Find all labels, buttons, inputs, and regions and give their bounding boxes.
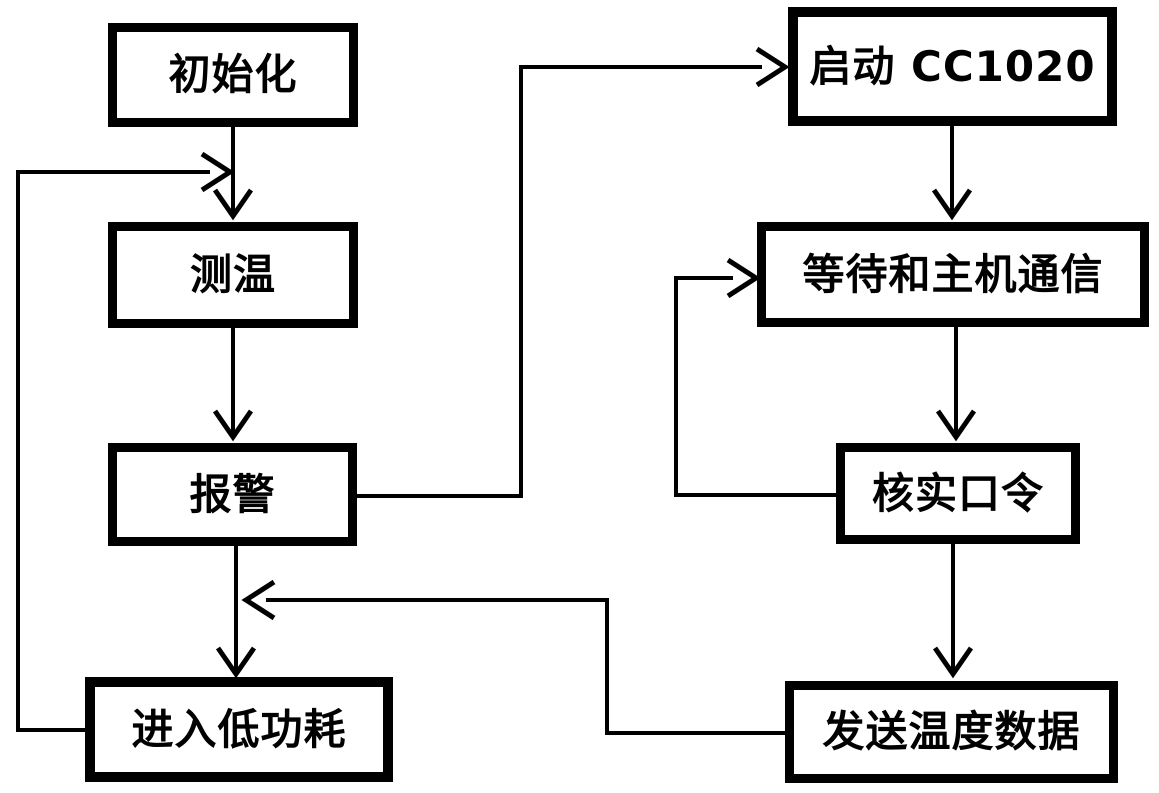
node-verify-password: 核实口令: [836, 443, 1080, 544]
node-measure-temperature-label: 测温: [189, 250, 276, 299]
node-verify-password-label: 核实口令: [871, 468, 1044, 518]
edge-send-temperature-data-to-enter-low-power: [241, 579, 785, 735]
edge-enter-low-power-to-measure-temperature: [16, 151, 235, 732]
node-initialize: 初始化: [108, 23, 358, 127]
node-enter-low-power: 进入低功耗: [85, 677, 393, 782]
node-measure-temperature: 测温: [108, 222, 358, 328]
node-initialize-label: 初始化: [168, 50, 298, 99]
edge-verify-password-to-wait-host-communication: [674, 257, 836, 497]
node-send-temperature-data-label: 发送温度数据: [822, 707, 1081, 756]
edge-measure-temperature-to-alarm: [212, 328, 254, 442]
node-wait-host-communication-label: 等待和主机通信: [802, 249, 1104, 299]
node-send-temperature-data: 发送温度数据: [785, 681, 1118, 783]
node-start-cc1020-label: 启动 CC1020: [809, 41, 1096, 91]
node-enter-low-power-label: 进入低功耗: [131, 704, 347, 754]
edge-start-cc1020-to-wait-host-communication: [931, 126, 973, 221]
edge-alarm-to-enter-low-power: [215, 546, 257, 679]
edge-verify-password-to-send-temperature-data: [932, 544, 974, 679]
edge-alarm-to-start-cc1020: [357, 46, 790, 498]
node-wait-host-communication: 等待和主机通信: [757, 222, 1149, 327]
node-start-cc1020: 启动 CC1020: [788, 7, 1117, 126]
node-alarm-label: 报警: [189, 469, 276, 519]
node-alarm: 报警: [108, 443, 357, 546]
edge-wait-host-communication-to-verify-password: [935, 327, 977, 442]
edge-initialize-to-measure-temperature: [212, 126, 254, 221]
